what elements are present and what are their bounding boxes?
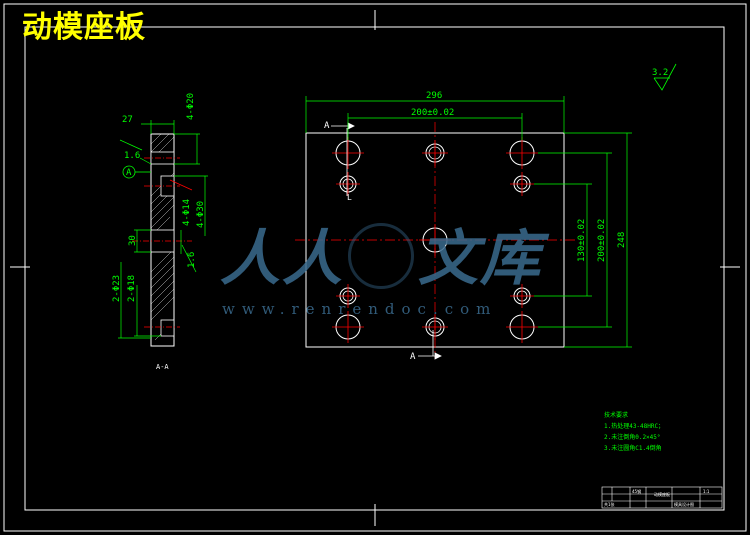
- tb-drawing-no: 模具设计图: [674, 501, 694, 507]
- plate-dimensions: [305, 96, 632, 348]
- watermark-text: 人人文库: [220, 222, 542, 294]
- section-mark-top: A: [324, 121, 330, 131]
- section-label: A-A: [156, 363, 169, 371]
- dim-hole18: 2-Φ18: [127, 275, 137, 302]
- dim-hole-spacing: 200±0.02: [411, 108, 454, 118]
- dim-counterbore: 4-Φ20: [186, 93, 196, 120]
- dim-overall-height: 248: [617, 232, 627, 248]
- outer-border: [3, 3, 747, 532]
- tb-name: 动模座板: [654, 491, 670, 497]
- tb-sheet: 共1张: [604, 501, 615, 507]
- section-mark-bottom: A: [410, 352, 416, 362]
- dim-thickness: 27: [122, 115, 133, 125]
- dim-hole30: 4-Φ30: [196, 201, 206, 228]
- tb-material: 45钢: [632, 488, 641, 494]
- dim-v-outer: 200±0.02: [597, 219, 607, 262]
- dim-hole14: 4-Φ14: [182, 199, 192, 226]
- watermark-logo-circle: [348, 222, 414, 289]
- tb-scale: 1:1: [703, 489, 710, 494]
- dim-chamfer-top: 1.6: [124, 151, 140, 161]
- title-block: [601, 486, 723, 509]
- centering-marks: [10, 10, 740, 526]
- note-line: 1.热处理43-48HRC；: [604, 423, 665, 430]
- section-arrow-bottom: [418, 330, 442, 360]
- page-title: 动模座板: [22, 10, 146, 45]
- note-line: 3.未注圆角C1.4倒角: [604, 445, 662, 452]
- hole-group: [332, 137, 538, 343]
- dim-hole23: 2-Φ23: [112, 275, 122, 302]
- dim-overall-width: 296: [426, 91, 442, 101]
- watermark-url: www.renrendoc.com: [222, 300, 498, 318]
- section-arrow-top: [331, 122, 355, 196]
- dim-chamfer-side: 1.6: [187, 252, 197, 268]
- note-line: 技术要求: [604, 412, 629, 419]
- technical-notes: 技术要求 1.热处理43-48HRC； 2.未注倒角0.2×45° 3.未注圆角…: [604, 410, 664, 454]
- section-view: [118, 120, 208, 347]
- dim-30: 30: [128, 235, 138, 246]
- roughness-value: 3.2: [652, 68, 668, 78]
- section-letter: L: [347, 193, 352, 202]
- roughness-symbol: [653, 63, 677, 91]
- note-line: 2.未注倒角0.2×45°: [604, 434, 661, 441]
- dim-v-inner: 130±0.02: [577, 219, 587, 262]
- datum-letter: A: [126, 168, 132, 178]
